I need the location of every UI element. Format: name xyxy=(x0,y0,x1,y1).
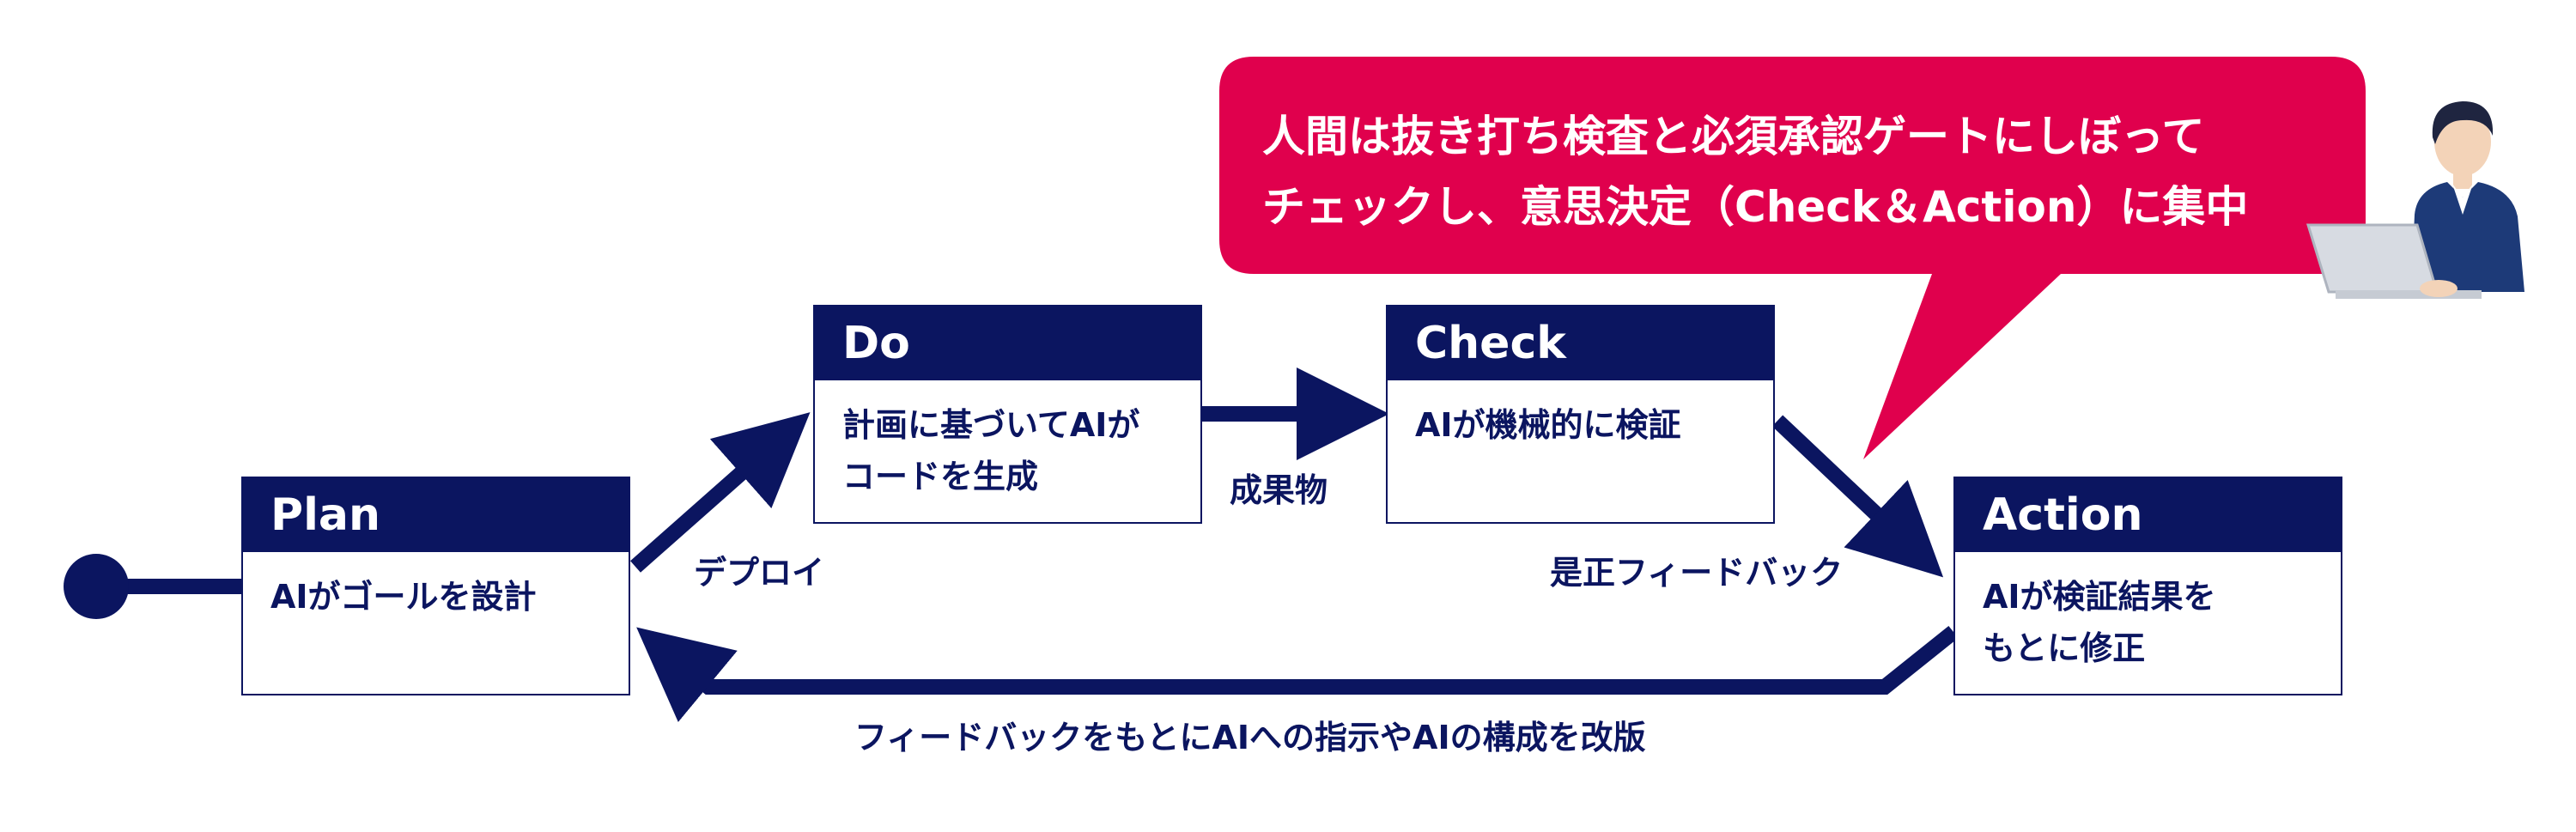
plan-box: Plan AIがゴールを設計 xyxy=(241,477,630,695)
deploy-label: デプロイ xyxy=(694,554,825,592)
person-with-laptop-icon xyxy=(2306,101,2524,299)
do-body-line-2: コードを生成 xyxy=(842,458,1039,495)
callout-text: 人間は抜き打ち検査と必須承認ゲートにしぼって チェックし、意思決定（Check＆… xyxy=(1262,101,2318,242)
callout-line-1: 人間は抜き打ち検査と必須承認ゲートにしぼって xyxy=(1262,112,2205,161)
action-body-line-1: AIが検証結果を xyxy=(1983,578,2216,616)
plan-body: AIがゴールを設計 xyxy=(243,552,629,622)
do-body-line-1: 計画に基づいてAIが xyxy=(842,406,1140,444)
do-title: Do xyxy=(815,307,1200,380)
do-body: 計画に基づいてAIが コードを生成 xyxy=(815,380,1200,502)
start-node-icon xyxy=(64,554,245,619)
check-box: Check AIが機械的に検証 xyxy=(1386,305,1775,524)
action-box: Action AIが検証結果を もとに修正 xyxy=(1953,477,2342,695)
corrective-feedback-label: 是正フィードバック xyxy=(1550,554,1844,592)
arrow-plan-to-do xyxy=(630,412,811,573)
feedback-loop-label: フィードバックをもとにAIへの指示やAIの構成を改版 xyxy=(854,719,1646,756)
plan-body-line: AIがゴールを設計 xyxy=(270,578,537,616)
do-box: Do 計画に基づいてAIが コードを生成 xyxy=(813,305,1202,524)
plan-title: Plan xyxy=(243,478,629,552)
arrow-check-to-action xyxy=(1771,415,1944,578)
callout-line-2: チェックし、意思決定（Check＆Action）に集中 xyxy=(1262,182,2249,232)
arrow-action-to-plan xyxy=(636,625,1959,723)
check-body: AIが機械的に検証 xyxy=(1388,380,1773,451)
callout-bubble xyxy=(1219,57,2366,459)
action-body-line-2: もとに修正 xyxy=(1983,629,2146,667)
check-title: Check xyxy=(1388,307,1773,380)
action-body: AIが検証結果を もとに修正 xyxy=(1955,552,2341,674)
check-body-line: AIが機械的に検証 xyxy=(1415,406,1681,444)
deliverable-label: 成果物 xyxy=(1230,471,1328,509)
action-title: Action xyxy=(1955,478,2341,552)
